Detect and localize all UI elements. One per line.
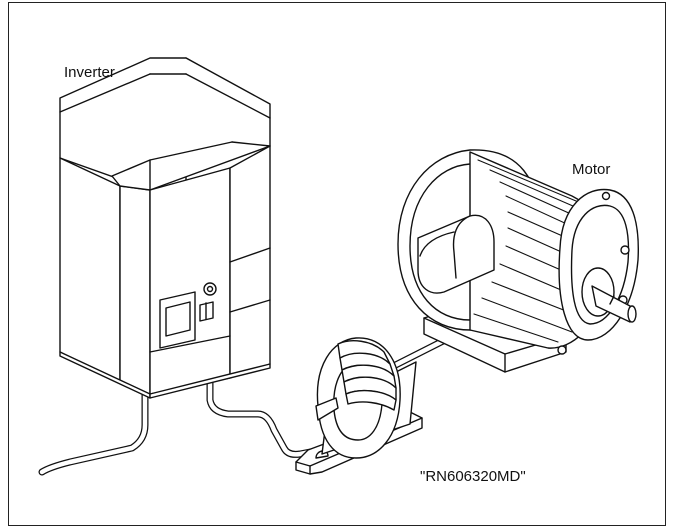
inverter-label: Inverter: [64, 64, 115, 81]
inverter: [59, 57, 271, 399]
inverter-front-left: [59, 157, 121, 383]
motor: [397, 149, 639, 373]
inverter-to-filter-cable: [206, 374, 376, 458]
motor-fins: [469, 159, 609, 343]
inverter-control-panel: [149, 282, 231, 353]
filter-model-label: "RN606320MD": [420, 468, 526, 485]
motor-label: Motor: [572, 161, 611, 178]
motor-bolt: [620, 245, 630, 255]
motor-terminal-box: [417, 214, 495, 294]
inverter-side-strip: [119, 185, 151, 395]
filter-windings: [337, 340, 397, 411]
motor-bolt: [601, 191, 611, 201]
motor-bolt: [557, 345, 567, 355]
noise-filter: [295, 337, 423, 475]
inverter-right-side: [229, 145, 271, 379]
left-cable: [38, 386, 149, 476]
inverter-front-panel: [149, 167, 231, 395]
